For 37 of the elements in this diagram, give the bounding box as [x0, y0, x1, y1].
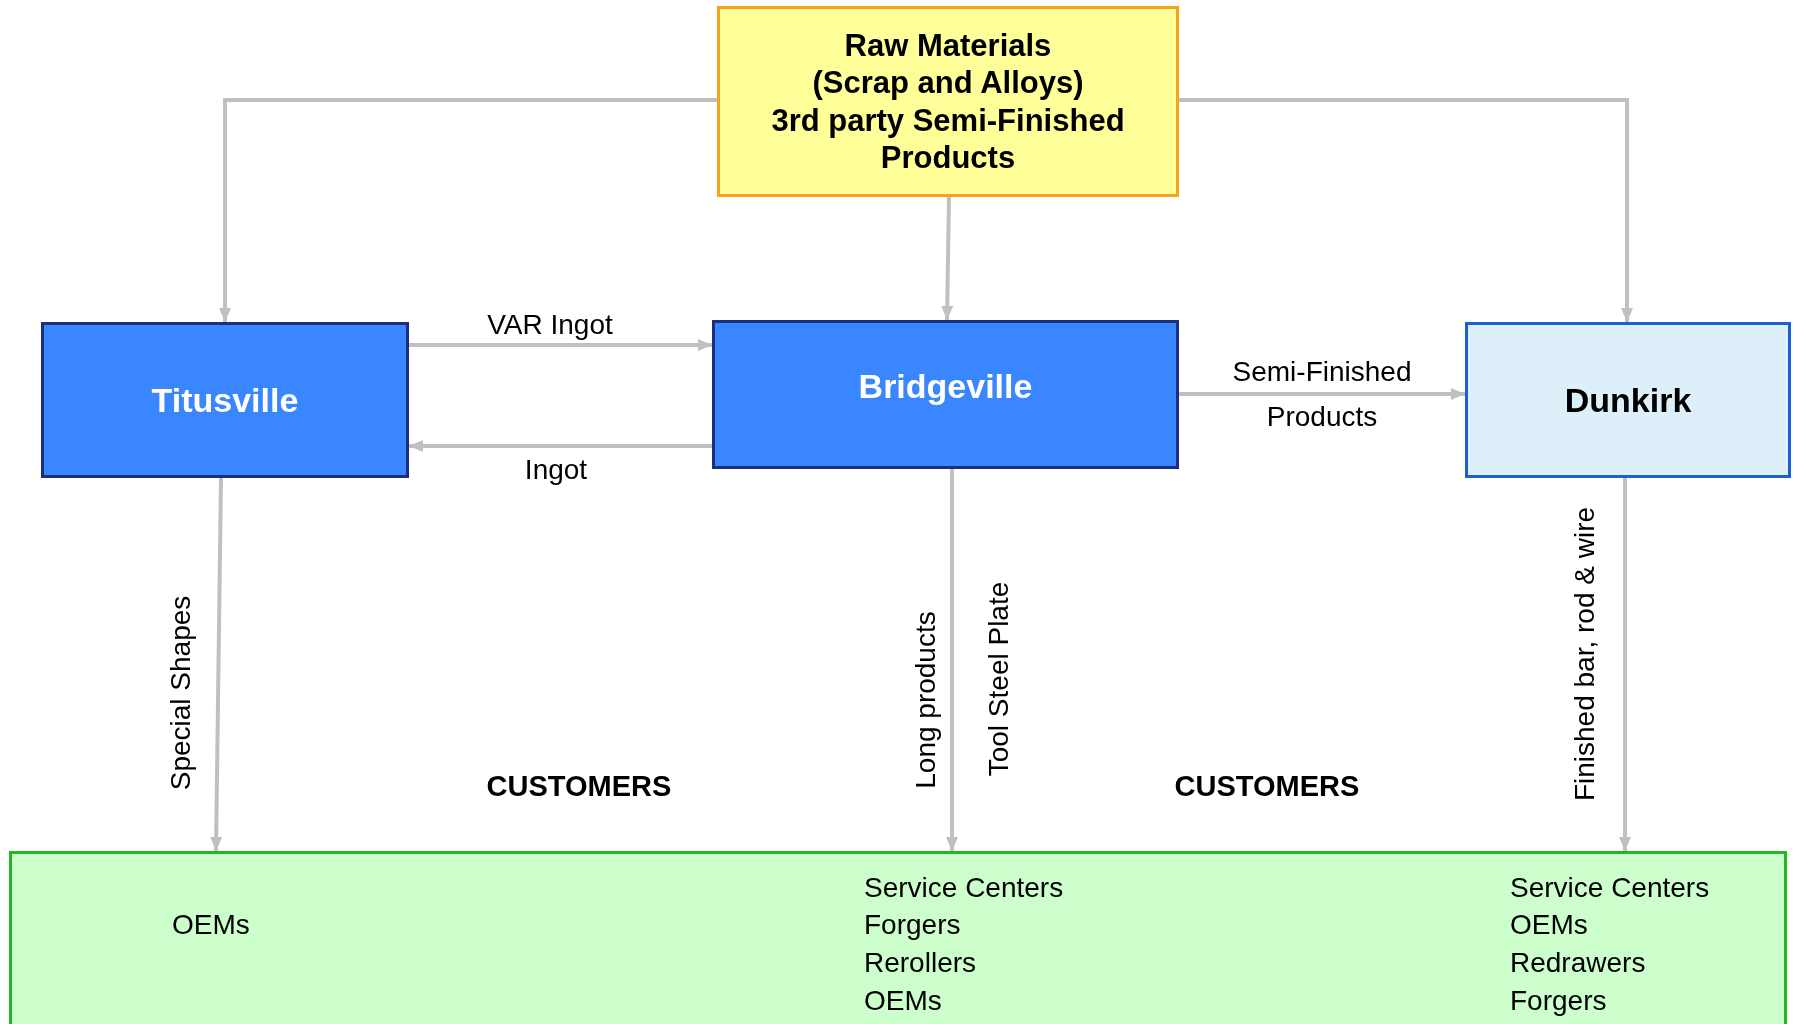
edge-label: Special Shapes: [165, 595, 197, 791]
arrow: [941, 196, 954, 321]
arrow: [219, 98, 717, 322]
customer-type: Service Centers: [864, 872, 1064, 904]
customer-type: OEMs: [1510, 909, 1588, 941]
arrow: [210, 477, 223, 852]
plant-name: Titusville: [151, 379, 299, 421]
arrow: [1179, 388, 1465, 400]
customer-type: Forgers: [864, 909, 961, 941]
plant-box: [712, 320, 1179, 469]
customer-type: Redrawers: [1510, 947, 1646, 979]
source-box: [717, 6, 1179, 197]
edge-label: Long products: [910, 611, 942, 789]
edge-label: Semi-Finished Products: [1231, 355, 1413, 434]
edge-label: VAR Ingot: [487, 309, 613, 341]
plant-name: Bridgeville: [858, 366, 1033, 407]
arrow: [1619, 478, 1631, 851]
plant-box: [1465, 322, 1791, 478]
edge-label: Ingot: [524, 454, 588, 486]
edge-label: Finished bar, rod & wire: [1569, 506, 1601, 802]
customer-type: Service Centers: [1510, 872, 1710, 904]
plant-name: Dunkirk: [1564, 379, 1692, 421]
arrow: [409, 339, 712, 351]
arrow: [1179, 98, 1633, 322]
section-heading: CUSTOMERS: [1174, 769, 1360, 803]
customer-type: OEMs: [172, 909, 250, 941]
customer-type: Forgers: [1510, 985, 1607, 1017]
box-title: 3rd party Semi-Finished Products: [770, 101, 1126, 176]
arrow: [946, 469, 958, 851]
arrow: [409, 440, 712, 452]
product-label: Tool Steel Plate: [983, 581, 1015, 777]
customer-type: OEMs: [864, 985, 942, 1017]
plant-box: [41, 322, 409, 478]
customers-panel: [9, 851, 1787, 1024]
section-heading: CUSTOMERS: [486, 769, 672, 803]
customer-type: Rerollers: [864, 947, 977, 979]
box-title: Raw Materials (Scrap and Alloys): [811, 27, 1085, 102]
